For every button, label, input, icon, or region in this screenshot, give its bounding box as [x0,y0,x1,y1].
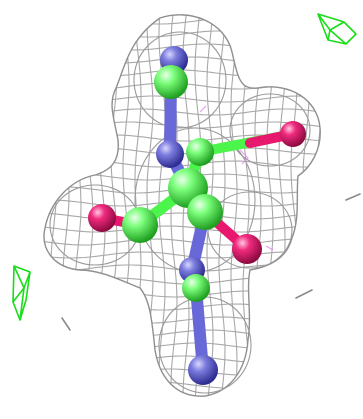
atom-o-left [88,204,116,232]
stray-density-blob-top-right [317,13,357,45]
atom-c-top [154,65,188,99]
molecule-atoms [88,46,306,385]
atom-n-bottom [188,355,218,385]
stray-map-dashes [61,193,361,331]
atom-c-lower [182,274,210,302]
atom-c-center-2 [187,194,223,230]
atom-c-left [122,207,158,243]
atom-c-upper [186,138,214,166]
atom-o-lower [232,234,262,264]
atom-o-right [280,121,306,147]
faint-map-fragments [199,105,274,251]
stray-density-blob-left [12,265,31,321]
atom-n-upper [156,140,184,168]
